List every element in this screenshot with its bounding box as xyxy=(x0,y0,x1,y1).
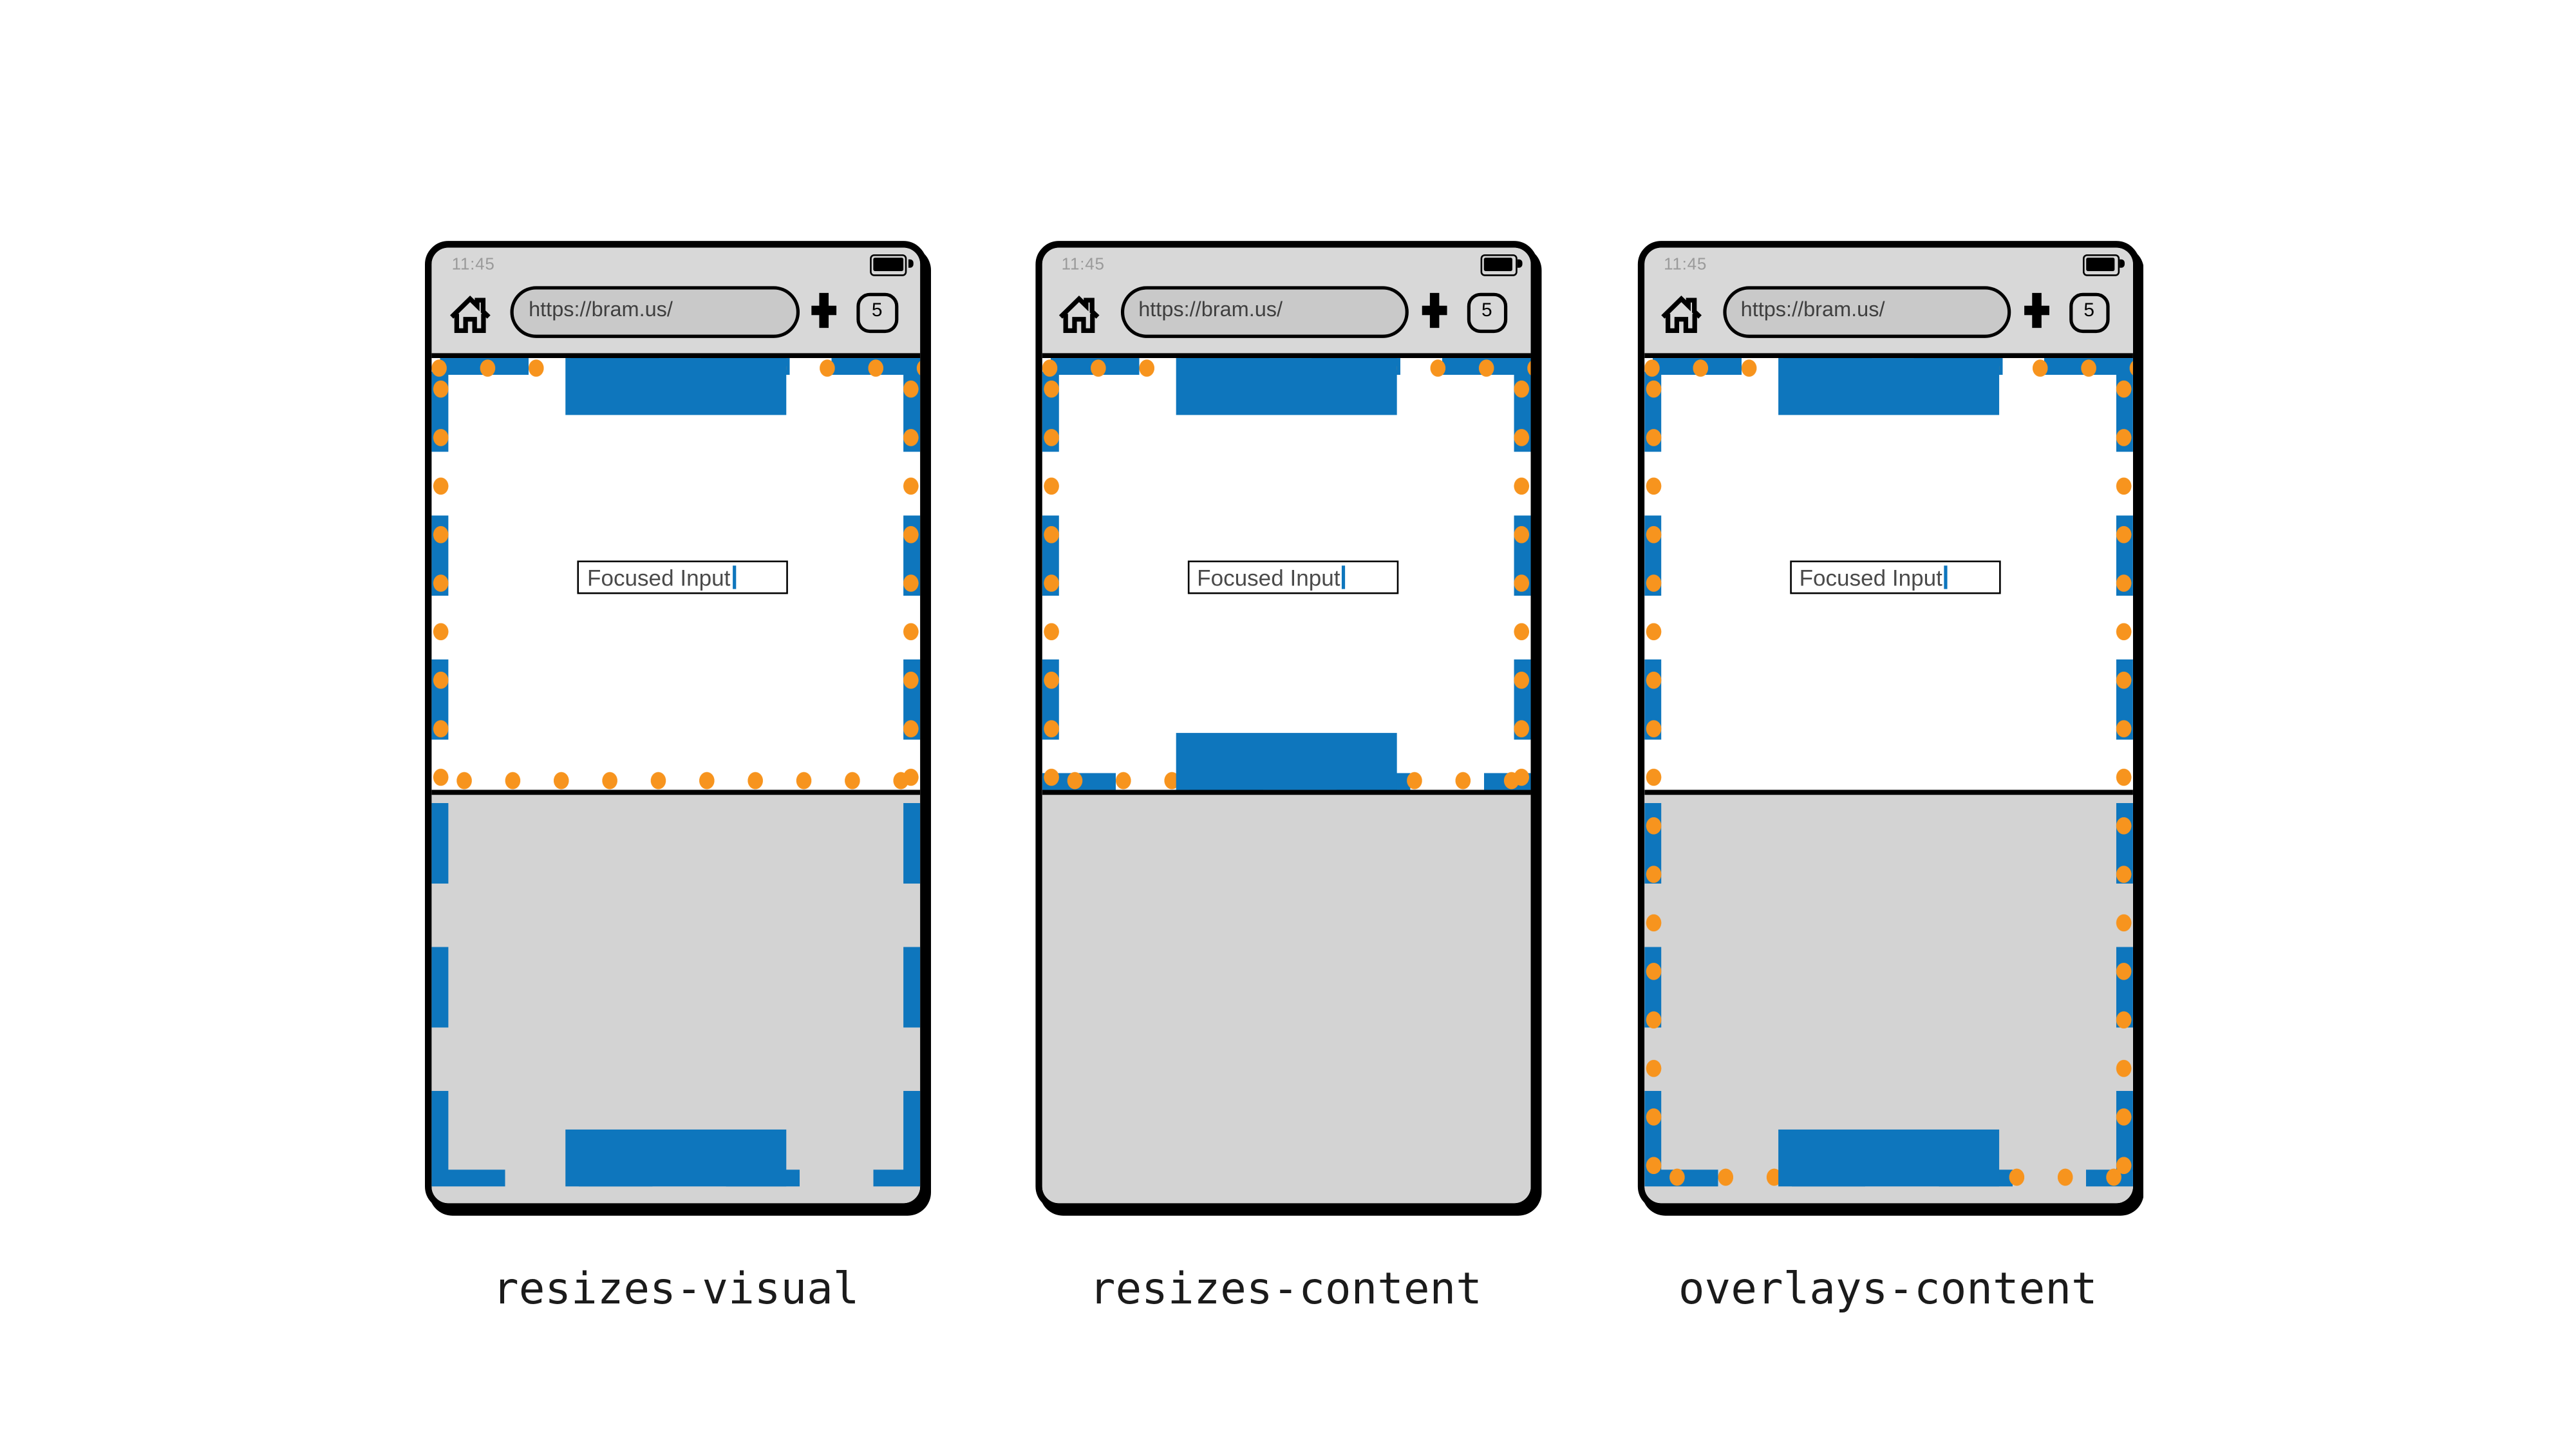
input-text: Focused Input xyxy=(587,564,731,590)
focused-input[interactable]: Focused Input xyxy=(577,560,788,594)
browser-chrome: 11:45 https://bram.us/ 5 xyxy=(1041,247,1530,354)
page-footer-block xyxy=(1175,733,1396,790)
phone-mockup-overlays-content: 11:45 https://bram.us/ 5 xyxy=(1637,240,2139,1314)
page-header-block xyxy=(1175,358,1396,415)
page-border-left xyxy=(431,358,449,1187)
input-text: Focused Input xyxy=(1799,564,1942,590)
browser-chrome: 11:45 https://bram.us/ 5 xyxy=(431,247,921,354)
phone-mockup-resizes-content: 11:45 https://bram.us/ 5 xyxy=(1035,240,1537,1314)
focused-input[interactable]: Focused Input xyxy=(1789,560,2000,594)
text-caret xyxy=(731,565,736,589)
mode-label: resizes-content xyxy=(1089,1264,1482,1315)
page-border-left xyxy=(1643,358,1660,1187)
phone-mockup-resizes-visual: 11:45 https://bram.us/ 5 xyxy=(424,240,927,1315)
page-border-right xyxy=(903,358,921,1187)
status-time: 11:45 xyxy=(451,256,495,275)
page-header-block xyxy=(1777,358,1998,415)
new-tab-plus-icon[interactable] xyxy=(811,292,837,327)
battery-icon xyxy=(870,254,913,276)
toolbar-divider xyxy=(1041,353,1530,359)
url-bar[interactable]: https://bram.us/ xyxy=(1722,285,2011,338)
home-icon[interactable] xyxy=(1660,294,1704,332)
text-caret xyxy=(1944,565,1948,589)
mode-label: overlays-content xyxy=(1678,1264,2098,1315)
battery-icon xyxy=(2082,254,2125,276)
tab-count-button[interactable]: 5 xyxy=(856,292,898,332)
page-header-block xyxy=(565,358,787,415)
page-border-right xyxy=(1513,358,1530,790)
toolbar-divider xyxy=(431,353,921,359)
new-tab-plus-icon[interactable] xyxy=(2023,292,2049,327)
battery-icon xyxy=(1480,254,1523,276)
page-footer-block xyxy=(565,1129,787,1187)
page-border-right xyxy=(2115,358,2132,1187)
home-icon[interactable] xyxy=(1057,294,1101,332)
tab-count-button[interactable]: 5 xyxy=(1466,292,1508,332)
home-icon[interactable] xyxy=(447,294,491,332)
tab-count-button[interactable]: 5 xyxy=(2068,292,2110,332)
input-text: Focused Input xyxy=(1197,564,1340,590)
page-footer-block xyxy=(1777,1129,1998,1187)
mode-label: resizes-visual xyxy=(493,1264,860,1315)
screen-overlays-content: Focused Input xyxy=(1643,358,2132,1202)
phone-frame: 11:45 https://bram.us/ 5 xyxy=(424,240,927,1209)
url-bar[interactable]: https://bram.us/ xyxy=(510,285,799,338)
page-border-left xyxy=(1041,358,1058,790)
screen-resizes-content: Focused Input xyxy=(1041,358,1530,1202)
screen-resizes-visual: Focused Input xyxy=(431,358,921,1202)
toolbar-divider xyxy=(1643,353,2132,359)
browser-chrome: 11:45 https://bram.us/ 5 xyxy=(1643,247,2132,354)
url-bar[interactable]: https://bram.us/ xyxy=(1120,285,1409,338)
focused-input[interactable]: Focused Input xyxy=(1187,560,1398,594)
virtual-keyboard-area xyxy=(1041,790,1530,1202)
text-caret xyxy=(1342,565,1346,589)
phone-frame: 11:45 https://bram.us/ 5 xyxy=(1035,240,1537,1209)
phone-frame: 11:45 https://bram.us/ 5 xyxy=(1637,240,2139,1209)
new-tab-plus-icon[interactable] xyxy=(1421,292,1447,327)
status-time: 11:45 xyxy=(1664,256,1707,275)
status-time: 11:45 xyxy=(1061,256,1105,275)
